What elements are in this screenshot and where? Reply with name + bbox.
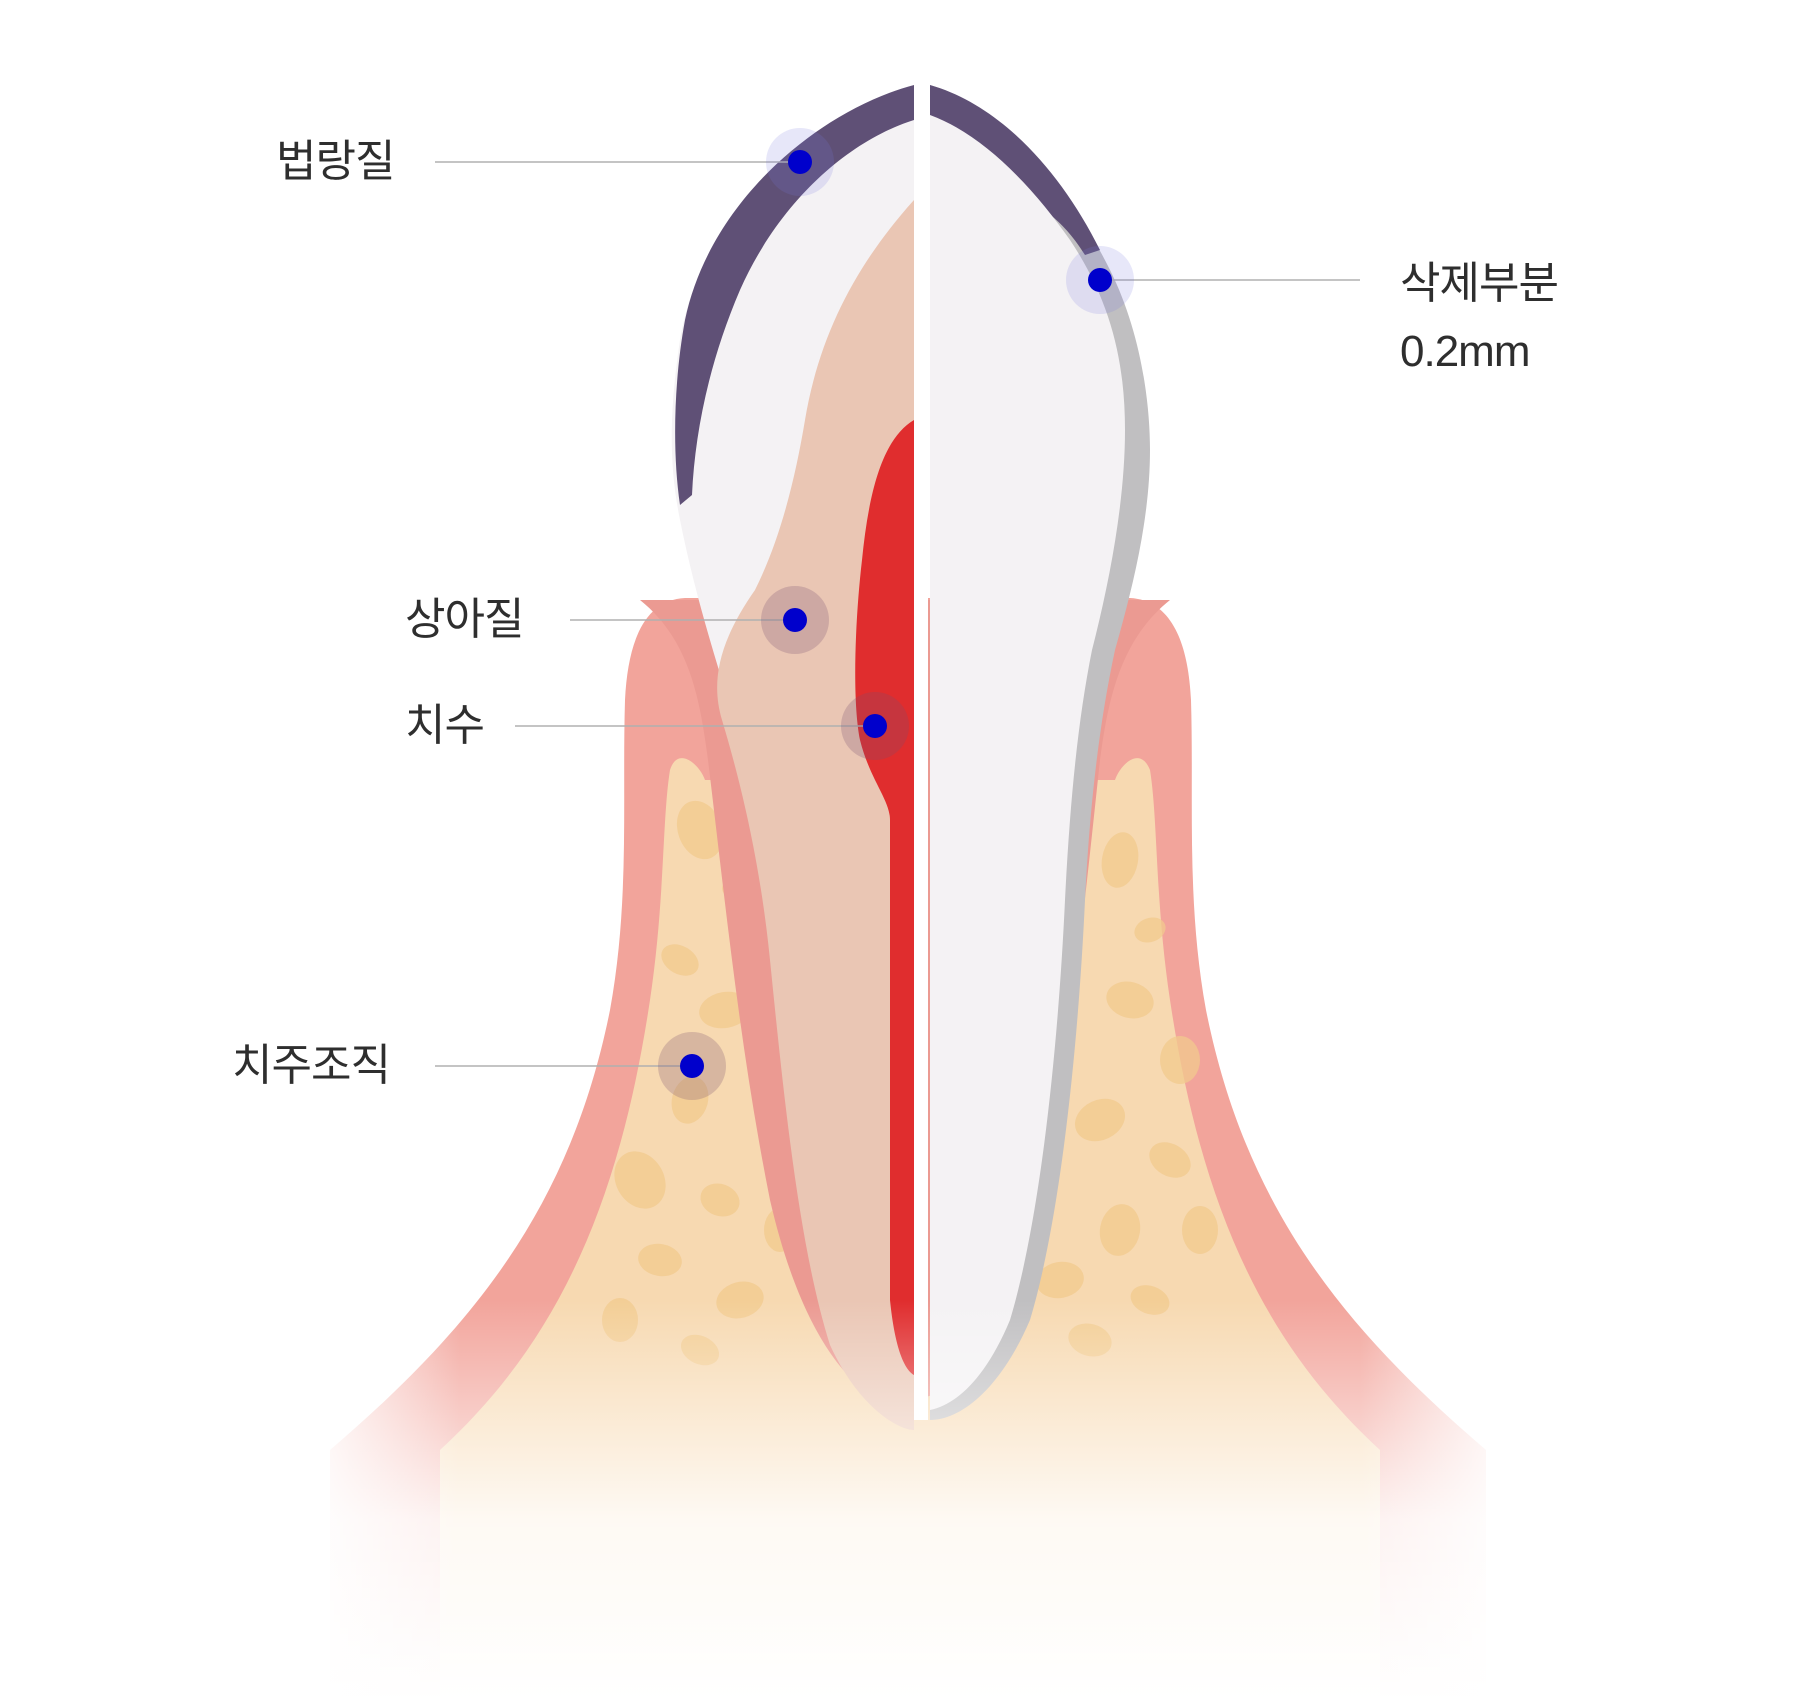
periodontal-label: 치주조직	[232, 1041, 391, 1090]
left-pulp	[855, 420, 914, 1375]
bone-spot	[1160, 1036, 1200, 1084]
pulp-marker	[841, 692, 909, 760]
center-divider	[914, 85, 928, 1420]
enamel-label: 법랑질	[276, 137, 395, 186]
enamel-marker	[766, 128, 834, 196]
pulp-label: 치수	[405, 701, 485, 750]
periodontal-marker	[658, 1032, 726, 1100]
removed-part-label: 삭제부분 0.2mm	[1400, 250, 1559, 386]
bone-spot	[1099, 1204, 1141, 1256]
bone-spot	[1134, 917, 1166, 943]
removed-part-title: 삭제부분	[1400, 259, 1559, 308]
bone-spot	[614, 1151, 666, 1209]
bone-spot	[1182, 1206, 1218, 1254]
removed-part-marker	[1066, 246, 1134, 314]
bottom-fade	[300, 1300, 1520, 1700]
removed-part-thickness: 0.2mm	[1400, 327, 1530, 377]
right-prepared-tooth	[930, 115, 1125, 1410]
bone-spot	[1106, 981, 1154, 1019]
left-fade	[300, 1200, 460, 1700]
bone-spot	[676, 800, 724, 860]
bone-spot	[671, 1076, 709, 1124]
bone-spot	[700, 1183, 740, 1217]
bone-spot	[1074, 1098, 1126, 1142]
bone-spot	[1101, 832, 1139, 888]
dentin-marker	[761, 586, 829, 654]
left-dentin	[717, 200, 914, 1430]
dentin-label: 상아질	[405, 595, 524, 644]
bone-spot	[661, 944, 699, 976]
bone-spot	[638, 1243, 682, 1277]
right-fade	[1360, 1200, 1520, 1700]
bone-spot	[1149, 1142, 1191, 1178]
right-enamel-cap	[930, 85, 1100, 255]
bone-spot	[1036, 1261, 1084, 1299]
